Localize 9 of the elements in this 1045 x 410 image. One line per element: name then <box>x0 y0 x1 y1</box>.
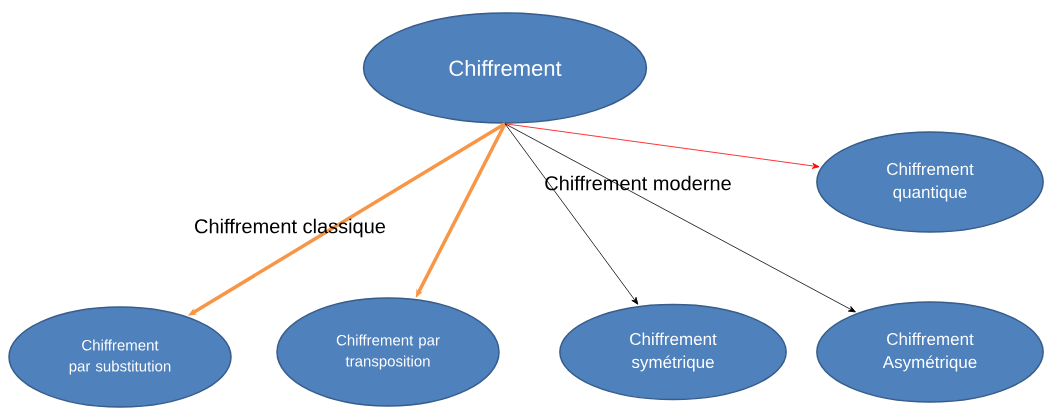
arrow <box>504 123 639 305</box>
ellipse-node: Chiffrement quantique <box>816 131 1044 233</box>
arrow <box>504 123 856 313</box>
ellipse-node: Chiffrement <box>362 12 648 124</box>
arrow <box>504 123 820 169</box>
ellipse-node: Chiffrement Asymétrique <box>816 301 1044 403</box>
ellipse-node: Chiffrement par substitution <box>8 306 232 408</box>
ellipse-node: Chiffrement par transposition <box>276 297 500 407</box>
ellipse-node: Chiffrement symétrique <box>559 303 787 401</box>
